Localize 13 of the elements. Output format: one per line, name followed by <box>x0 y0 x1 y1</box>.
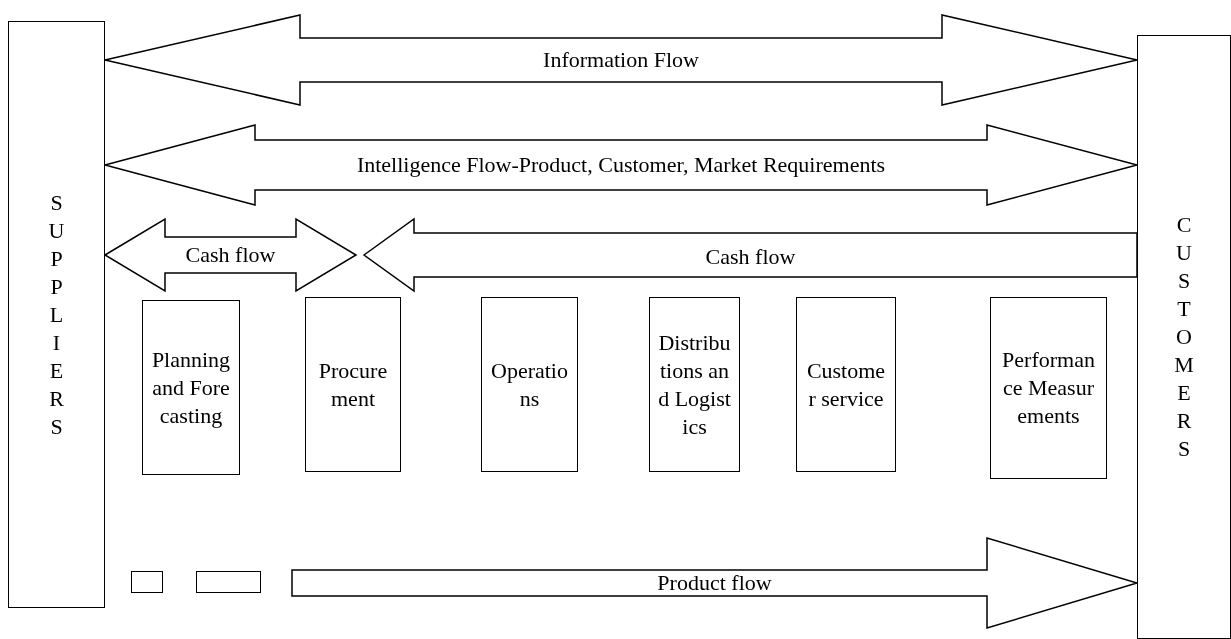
small-box <box>196 571 261 593</box>
process-box: Customer service <box>796 297 896 472</box>
process-box: Distributions and Logistics <box>649 297 740 472</box>
block-arrow <box>362 217 1138 293</box>
supplier-bar: SUPPLIERS <box>8 21 105 608</box>
block-arrow <box>291 537 1140 629</box>
process-box: Planning and Forecasting <box>142 300 240 475</box>
small-box <box>131 571 163 593</box>
process-box: Operations <box>481 297 578 472</box>
process-box: Procurement <box>305 297 401 472</box>
customer-bar: CUSTOMERS <box>1137 35 1231 639</box>
block-arrow <box>104 14 1138 106</box>
process-box: Performance Measurements <box>990 297 1107 479</box>
